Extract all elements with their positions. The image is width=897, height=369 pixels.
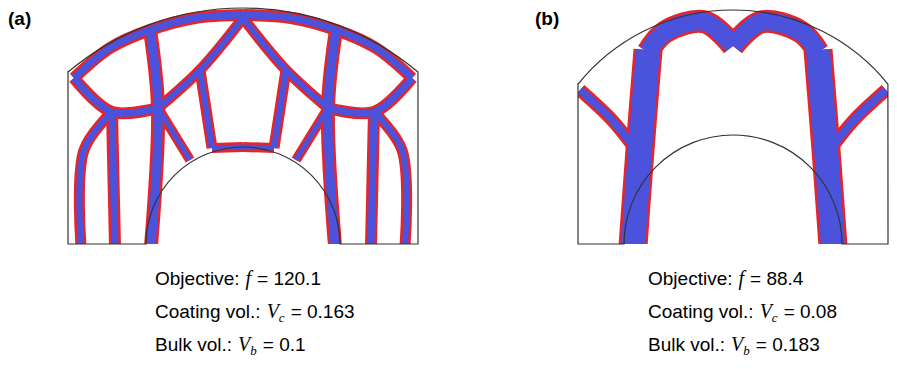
label-text: b [250,343,257,358]
bulk-material [733,21,818,52]
bulk-material [648,21,733,52]
coating-layer [733,21,818,52]
bulk-material [158,18,243,108]
result-line: Bulk vol.: Vb = 0.1 [155,332,306,359]
label-text: f [245,267,251,289]
coating-layer [112,112,115,244]
coating-layer [74,78,158,113]
design-domain-outline [68,8,418,244]
bulk-material [580,90,636,150]
label-text: Bulk vol.: [648,334,725,355]
bulk-material [371,112,374,244]
panel-tag: (b) [535,8,559,31]
result-line: Coating vol.: Vc = 0.08 [648,299,837,326]
label-text: = 120.1 [257,268,321,289]
label-text: (a) [8,8,31,29]
label-text: = 0.1 [263,334,306,355]
label-text: Objective: [648,268,732,289]
label-text: Coating vol.: [648,301,754,322]
label-text: V [760,300,772,322]
coating-layer [79,112,112,244]
panel-b-structure [578,10,888,246]
result-line: Objective: f = 120.1 [155,266,321,291]
coating-layer [200,70,212,148]
label-text: f [738,267,744,289]
label-text: V [731,333,743,355]
bulk-material [243,18,328,108]
bulk-material [328,78,412,113]
bulk-material [830,90,886,150]
label-text: = 88.4 [750,268,803,289]
bulk-material [296,108,328,160]
label-text: = 0.183 [756,334,820,355]
label-text: = 0.163 [291,301,355,322]
label-text: V [238,333,250,355]
result-line: Coating vol.: Vc = 0.163 [155,299,355,326]
label-text: c [772,310,778,325]
coating-layer [648,21,733,52]
bulk-material [158,108,190,160]
design-domain-outline [578,10,888,244]
coating-layer [296,108,328,160]
label-text: Coating vol.: [155,301,261,322]
panel-tag: (a) [8,8,31,31]
bulk-material [200,70,212,148]
label-text: (b) [535,8,559,29]
coating-layer [274,70,286,148]
label-text: Bulk vol.: [155,334,232,355]
bulk-material [374,112,407,244]
label-text: c [279,310,285,325]
coating-layer [328,78,412,113]
coating-layer [580,90,636,150]
label-text: = 0.08 [784,301,837,322]
panel-a-structure [68,8,418,246]
bulk-material [112,112,115,244]
coating-layer [158,108,190,160]
coating-layer [830,90,886,150]
coating-layer [371,112,374,244]
bulk-material [74,78,158,113]
label-text: b [743,343,750,358]
label-text: Objective: [155,268,239,289]
coating-layer [374,112,407,244]
result-line: Bulk vol.: Vb = 0.183 [648,332,820,359]
label-text: V [267,300,279,322]
result-line: Objective: f = 88.4 [648,266,803,291]
bulk-material [274,70,286,148]
bulk-material [79,112,112,244]
